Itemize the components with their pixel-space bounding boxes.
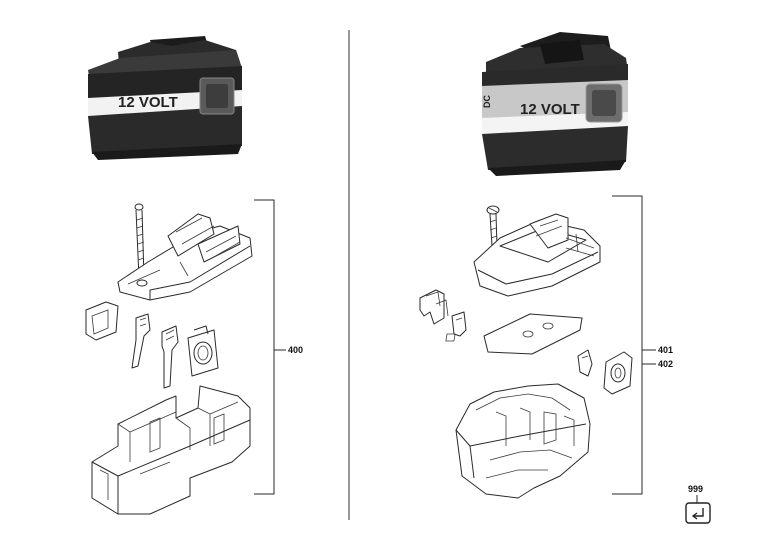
left-indicator-plate [187,325,219,377]
right-insulator-plate [445,313,583,355]
right-bracket [612,195,656,495]
left-terminal-1 [131,313,151,369]
right-battery-pack: 12 VOLT DC [482,32,628,176]
right-clip [577,349,593,377]
right-volt-label: 12 VOLT [520,101,580,118]
part-number-402: 402 [658,359,673,369]
left-bracket [254,199,286,495]
right-terminal-a [419,289,449,325]
left-housing [91,385,251,515]
part-number-401: 401 [658,345,673,355]
left-volt-label: 12 VOLT [118,94,178,111]
left-battery-pack: 12 VOLT [88,36,242,160]
right-housing [455,383,591,499]
left-top-cover [117,213,253,301]
right-side-text: DC [482,95,492,108]
part-number-999: 999 [688,484,703,494]
right-top-cover [473,213,601,297]
reference-icon [685,502,711,524]
right-terminal-b [451,311,467,337]
right-indicator [603,351,633,395]
part-number-400: 400 [288,345,303,355]
right-screw [486,205,500,247]
left-terminal-2 [161,325,179,389]
left-gasket [85,301,119,341]
